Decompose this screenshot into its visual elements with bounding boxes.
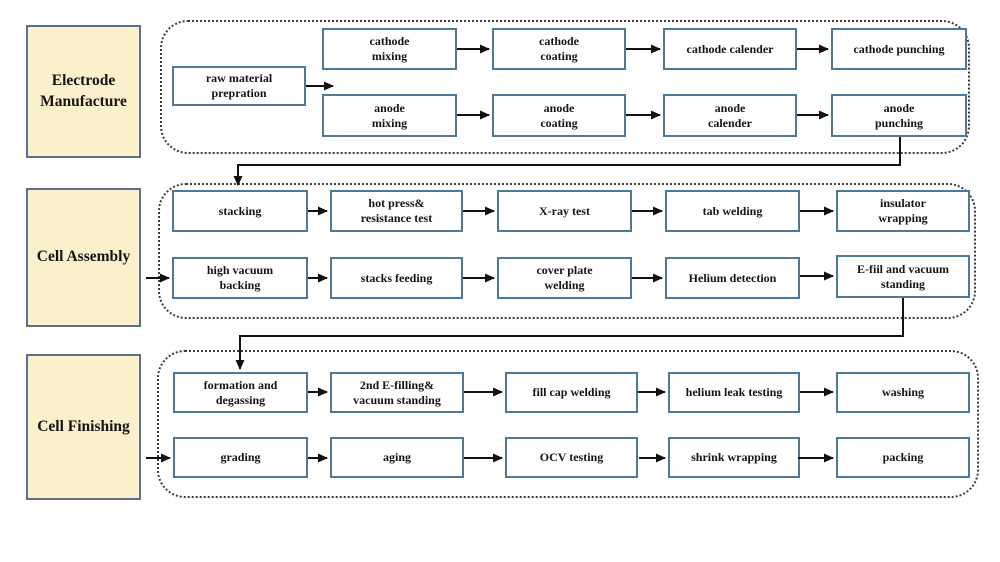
step-anode-coating: anode coating: [492, 94, 626, 137]
step-grading: grading: [173, 437, 308, 478]
stage-cell-finishing: Cell Finishing: [26, 354, 141, 500]
step-hot-press-resistance-test: hot press& resistance test: [330, 190, 463, 232]
step-e-fiil-and-vacuum-standing: E-fiil and vacuum standing: [836, 255, 970, 298]
step-cover-plate-welding: cover plate welding: [497, 257, 632, 299]
step-anode-mixing: anode mixing: [322, 94, 457, 137]
step-stacking: stacking: [172, 190, 308, 232]
step-fill-cap-welding: fill cap welding: [505, 372, 638, 413]
step-insulator-wrapping: insulator wrapping: [836, 190, 970, 232]
step-helium-detection: Helium detection: [665, 257, 800, 299]
step-ocv-testing: OCV testing: [505, 437, 638, 478]
step-cathode-calender: cathode calender: [663, 28, 797, 70]
step-tab-welding: tab welding: [665, 190, 800, 232]
step-anode-punching: anode punching: [831, 94, 967, 137]
stage-electrode-manufacture: Electrode Manufacture: [26, 25, 141, 158]
step-cathode-coating: cathode coating: [492, 28, 626, 70]
step-2nd-e-filling-vacuum-standing: 2nd E-filling& vacuum standing: [330, 372, 464, 413]
step-washing: washing: [836, 372, 970, 413]
step-anode-calender: anode calender: [663, 94, 797, 137]
step-stacks-feeding: stacks feeding: [330, 257, 463, 299]
step-cathode-punching: cathode punching: [831, 28, 967, 70]
step-shrink-wrapping: shrink wrapping: [668, 437, 800, 478]
step-raw-material-prepration: raw material prepration: [172, 66, 306, 106]
step-formation-and-degassing: formation and degassing: [173, 372, 308, 413]
step-cathode-mixing: cathode mixing: [322, 28, 457, 70]
step-packing: packing: [836, 437, 970, 478]
step-x-ray-test: X-ray test: [497, 190, 632, 232]
step-high-vacuum-backing: high vacuum backing: [172, 257, 308, 299]
step-aging: aging: [330, 437, 464, 478]
step-helium-leak-testing: helium leak testing: [668, 372, 800, 413]
stage-cell-assembly: Cell Assembly: [26, 188, 141, 327]
